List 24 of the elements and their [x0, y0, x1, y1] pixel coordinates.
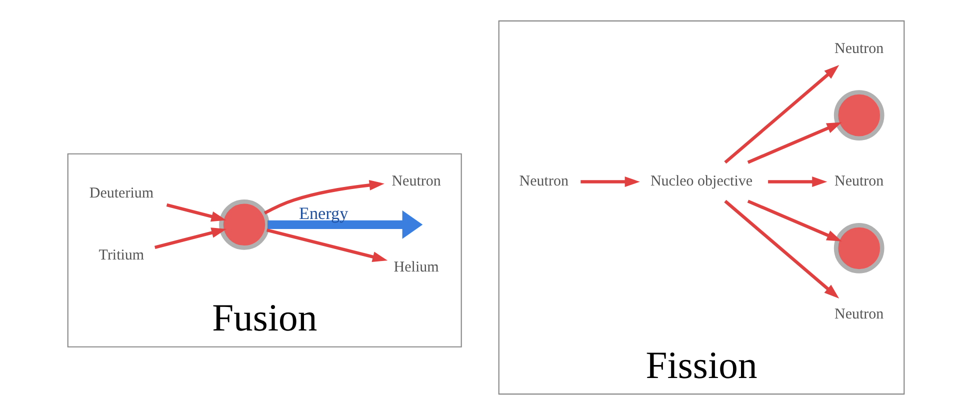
node-text: Helium — [394, 260, 439, 276]
node-circle — [219, 199, 270, 250]
node-text: Neutron — [834, 306, 884, 323]
arrow — [266, 228, 388, 262]
node-circle — [834, 90, 884, 140]
arrow — [580, 176, 640, 188]
arrow — [154, 228, 226, 249]
arrow — [268, 210, 423, 239]
node-text: Neutron — [834, 40, 884, 57]
edge-label: Energy — [298, 204, 348, 224]
arrow — [768, 176, 828, 188]
node-circle — [834, 223, 884, 274]
node-text: Neutron — [392, 174, 441, 190]
arrow — [747, 200, 842, 242]
arrow — [264, 180, 384, 214]
arrow — [166, 203, 226, 222]
node-text: Nucleo objective — [650, 174, 753, 190]
arrow — [747, 122, 842, 164]
arrow — [724, 65, 840, 164]
node-text: Neutron — [519, 174, 568, 190]
arrow — [724, 200, 840, 299]
node-text: Deuterium — [89, 186, 154, 202]
node-text: Tritium — [98, 248, 144, 264]
node-text: Neutron — [834, 174, 884, 190]
